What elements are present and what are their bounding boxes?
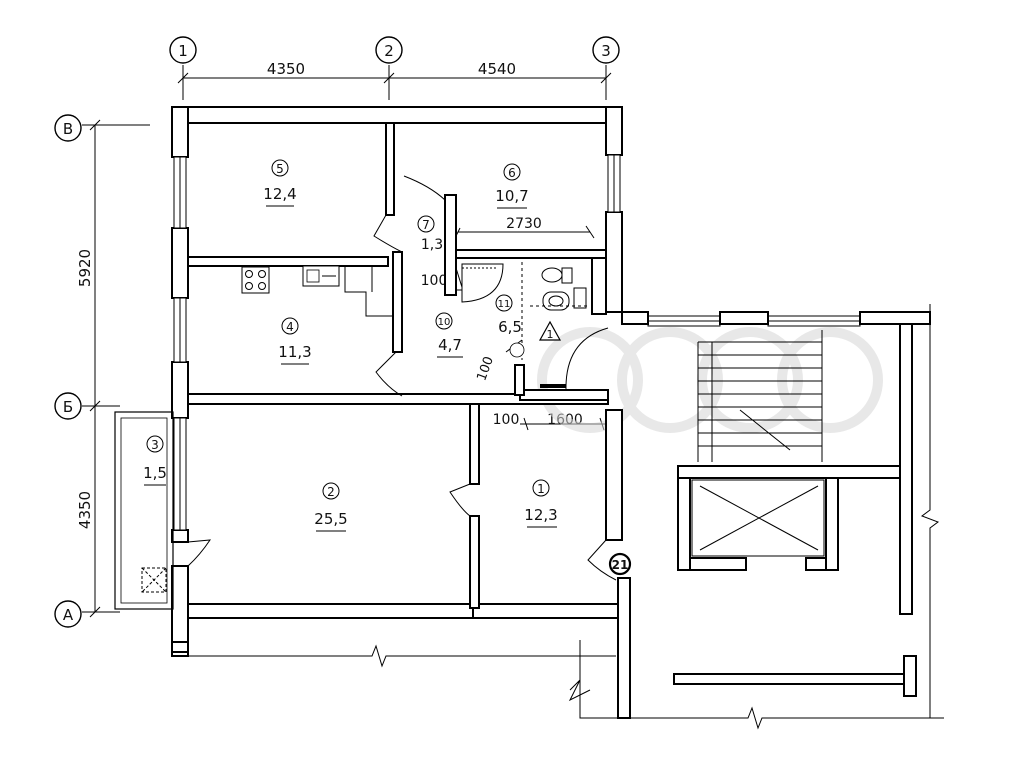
room-7-number: 7	[422, 218, 430, 232]
room-10-number: 10	[438, 317, 451, 328]
room-10-area: 4,7	[438, 336, 462, 354]
room-11-number: 11	[498, 299, 511, 310]
room-3-number: 3	[151, 438, 159, 452]
room-2-number: 2	[327, 485, 335, 499]
watermark	[537, 327, 883, 433]
room-7-area: 1,3	[421, 237, 443, 253]
room-4-area: 11,3	[278, 343, 311, 361]
dimension-texts: 4350 4540 5920 4350 2730 100 100 100 160…	[76, 60, 583, 529]
dim-5920: 5920	[76, 249, 94, 287]
axis-v-label: В	[63, 120, 73, 138]
loggia	[114, 411, 174, 610]
room-5-area: 12,4	[263, 185, 296, 203]
sink-icon	[302, 265, 340, 287]
toilet-icon	[541, 267, 573, 284]
room-1-area: 12,3	[524, 506, 557, 524]
dim-100-c: 100	[493, 412, 520, 428]
elevator-shaft-icon	[691, 479, 825, 557]
axis-a-label: А	[63, 606, 74, 624]
room-3-area: 1,5	[143, 464, 167, 482]
room-1-number: 1	[537, 482, 545, 496]
dim-100-b: 100	[474, 355, 497, 383]
axis-b-label: Б	[63, 398, 73, 416]
doors	[187, 175, 617, 581]
kitchen-fixtures	[241, 265, 393, 317]
dim-4350-left: 4350	[76, 491, 94, 529]
dim-4350-top: 4350	[267, 60, 305, 78]
axis-3-label: 3	[601, 42, 611, 60]
axis-markers: 1 2 3 В Б А	[54, 36, 620, 628]
dim-100-a: 100	[421, 273, 448, 289]
washbasin-icon	[542, 287, 587, 311]
room-6-number: 6	[508, 166, 516, 180]
ventilation-icon	[141, 567, 167, 593]
unit-marker: 21	[608, 552, 632, 576]
triangle-marker-label: 1	[547, 328, 554, 341]
dim-4540-top: 4540	[478, 60, 516, 78]
room-labels: 1 12,3 2 25,5 3 1,5 4 11,3 5 12,4 6 10,7…	[143, 159, 558, 532]
axis-1-label: 1	[178, 42, 188, 60]
core-walls	[171, 311, 931, 719]
dimension-lines	[82, 65, 612, 618]
room-11-area: 6,5	[498, 318, 522, 336]
break-lines	[178, 304, 944, 730]
stove-icon	[241, 266, 270, 294]
bathroom-fixtures: 1	[461, 262, 588, 388]
room-2-area: 25,5	[314, 510, 347, 528]
room-5-number: 5	[276, 162, 284, 176]
dim-2730: 2730	[506, 216, 542, 232]
unit-marker-label: 21	[612, 558, 629, 572]
room-6-area: 10,7	[495, 187, 528, 205]
axis-2-label: 2	[384, 42, 394, 60]
room-4-number: 4	[286, 320, 294, 334]
staircase-icon	[697, 330, 823, 462]
shower-icon	[461, 263, 504, 303]
apartment-walls	[171, 106, 623, 657]
